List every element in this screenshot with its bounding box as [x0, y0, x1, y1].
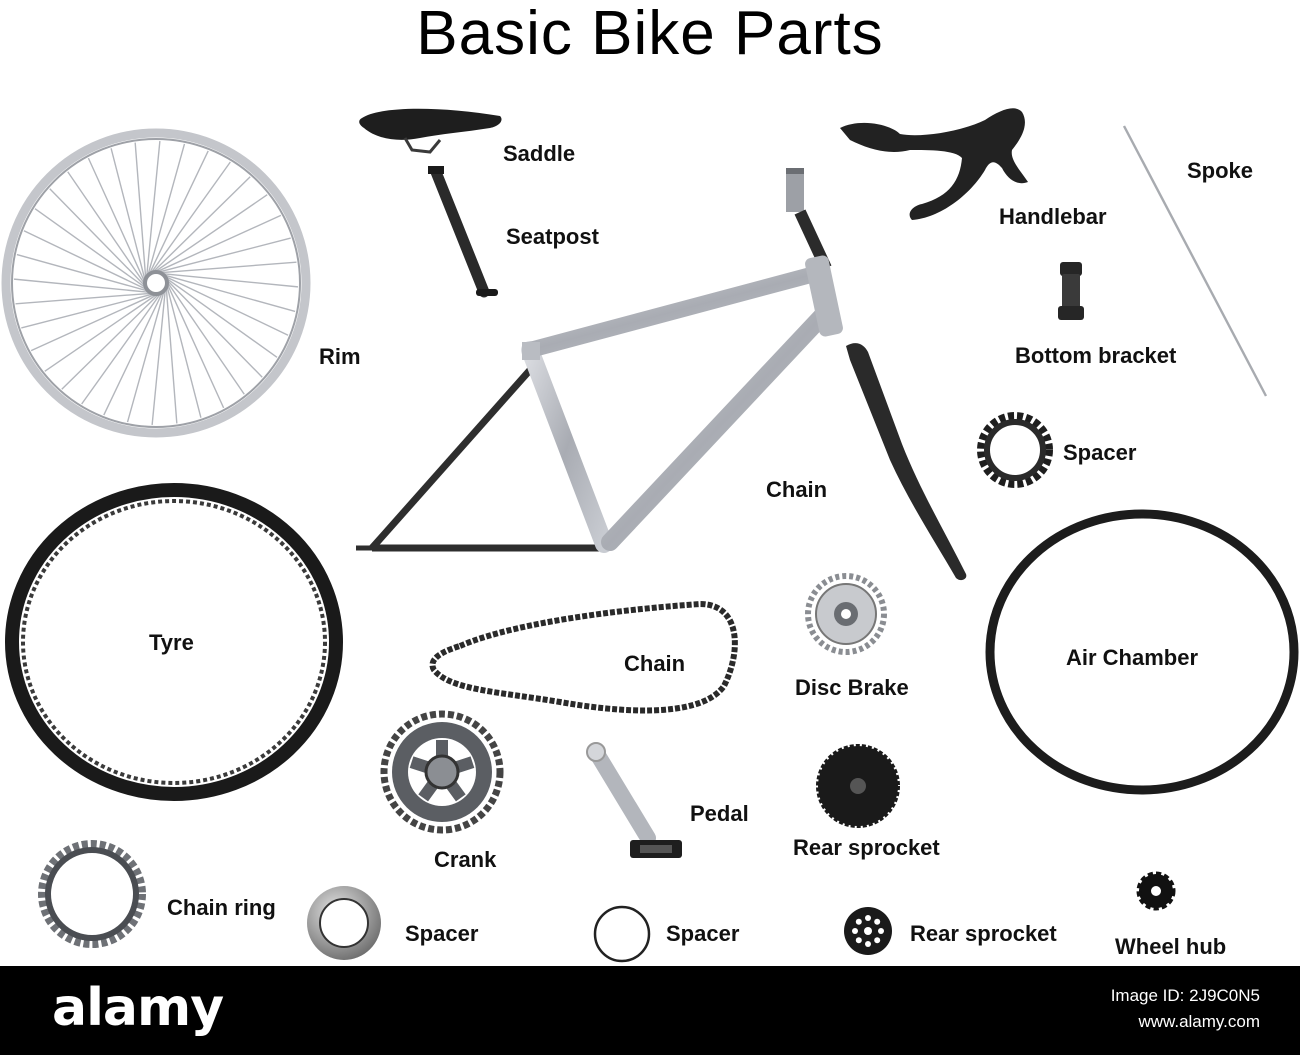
- wheel-spoke-line: [157, 214, 282, 272]
- wheel-spoke-line: [167, 284, 225, 409]
- wheel-spoke-line: [167, 282, 245, 395]
- wheel-spoke-line: [167, 280, 263, 378]
- wheel-hub-icon: [1136, 871, 1176, 911]
- label-chain-ring: Chain ring: [167, 895, 276, 920]
- wheel-spoke-line: [166, 276, 289, 336]
- chain-icon: [429, 600, 738, 714]
- wheel-spoke-line: [103, 293, 163, 416]
- sprocket-hole: [878, 928, 884, 934]
- spacer-ring-icon: [593, 905, 651, 963]
- wheel-spoke-line: [153, 176, 251, 272]
- label-rim: Rim: [319, 344, 361, 369]
- label-spacer-gear: Spacer: [1063, 440, 1137, 465]
- bottom-bracket-icon: [1058, 262, 1084, 320]
- wheel-spoke-line: [134, 142, 147, 278]
- label-rear-sprocket-small: Rear sprocket: [910, 921, 1057, 946]
- label-spacer-ring: Spacer: [666, 921, 740, 946]
- wheel-spoke-line: [23, 230, 146, 290]
- saddle-icon: [359, 108, 502, 154]
- wheel-spoke-line: [21, 293, 153, 329]
- wheel-spoke-line: [81, 293, 161, 405]
- wheel-spoke-line: [166, 278, 278, 358]
- image-id-text: Image ID: 2J9C0N5: [1110, 986, 1260, 1005]
- label-disc-brake: Disc Brake: [795, 675, 909, 700]
- label-seatpost: Seatpost: [506, 224, 599, 249]
- wheel-spoke-line: [61, 294, 159, 390]
- sprocket-center-hole: [864, 927, 872, 935]
- wheel-spoke-line: [44, 294, 157, 372]
- air-chamber-icon: [985, 509, 1299, 795]
- spacer-metal-icon: [307, 886, 381, 960]
- sprocket-hole: [852, 928, 858, 934]
- sprocket-hole: [865, 915, 871, 921]
- wheel-spoke-line: [49, 188, 145, 286]
- rear-sprocket-large-icon: [816, 744, 900, 828]
- wheel-spoke-line: [159, 237, 291, 273]
- alamy-logo: alamy: [52, 978, 224, 1038]
- wheel-spoke-line: [149, 150, 209, 273]
- label-handlebar: Handlebar: [999, 204, 1107, 229]
- wheel-spoke-line: [151, 290, 166, 426]
- disc-brake-icon: [805, 573, 887, 655]
- wheel-spoke-line: [163, 273, 299, 288]
- page-title: Basic Bike Parts: [416, 0, 884, 68]
- wheel-spoke-line: [165, 274, 296, 313]
- crank-icon: [380, 710, 504, 834]
- label-bottom-bracket: Bottom bracket: [1015, 343, 1177, 368]
- label-rear-sprocket-large: Rear sprocket: [793, 835, 940, 860]
- label-saddle: Saddle: [503, 141, 576, 166]
- bike-frame-icon: [356, 168, 967, 581]
- wheel-spoke-line: [30, 294, 155, 352]
- wheel-spoke-line: [13, 278, 149, 293]
- wheel-spoke-line: [16, 253, 147, 292]
- spoke-icon: [1122, 125, 1268, 397]
- wheel-spoke-line: [161, 261, 297, 274]
- label-tyre: Tyre: [149, 630, 194, 655]
- label-wheel-hub: Wheel hub: [1115, 934, 1227, 959]
- label-spacer-metal: Spacer: [405, 921, 479, 946]
- sprocket-hole: [855, 918, 862, 925]
- pedal-icon: [586, 742, 682, 858]
- label-chain-frame: Chain: [766, 477, 828, 502]
- site-url-text: www.alamy.com: [1138, 1012, 1260, 1031]
- wheel-spoke-line: [165, 288, 178, 424]
- label-chain: Chain: [624, 651, 686, 676]
- sprocket-hole: [865, 941, 871, 947]
- label-pedal: Pedal: [690, 801, 749, 826]
- seatpost-icon: [428, 166, 498, 298]
- wheel-spoke-line: [34, 208, 146, 288]
- sprocket-hole: [874, 918, 881, 925]
- wheel-spoke-line: [147, 143, 186, 274]
- wheel-spoke-line: [146, 140, 161, 276]
- label-crank: Crank: [434, 847, 497, 872]
- handlebar-icon: [840, 108, 1028, 220]
- wheel-spoke-line: [155, 194, 268, 272]
- sprocket-hole: [874, 937, 881, 944]
- bike-parts-artwork: [1, 108, 1299, 963]
- watermark-footer: alamy Image ID: 2J9C0N5 www.alamy.com: [0, 966, 1300, 1055]
- wheel-spoke-line: [151, 161, 231, 273]
- tyre-icon: [5, 483, 343, 801]
- label-air-chamber: Air Chamber: [1066, 645, 1199, 670]
- wheel-spoke-line: [126, 292, 165, 423]
- wheel-spoke-line: [166, 286, 202, 418]
- rim-wheel-icon: [1, 128, 311, 438]
- label-spoke: Spoke: [1187, 158, 1254, 183]
- wheel-spoke-line: [67, 171, 145, 284]
- wheel-spoke-line: [87, 157, 145, 282]
- chain-ring-icon: [38, 840, 146, 948]
- diagram-canvas: Basic Bike Parts Saddle Seatpost Handleb…: [1, 0, 1299, 963]
- wheel-spoke-line: [15, 292, 151, 305]
- spacer-gear-icon: [977, 412, 1053, 488]
- sprocket-hole: [855, 937, 862, 944]
- wheel-spoke-line: [110, 148, 146, 280]
- rear-sprocket-small-icon: [844, 907, 892, 955]
